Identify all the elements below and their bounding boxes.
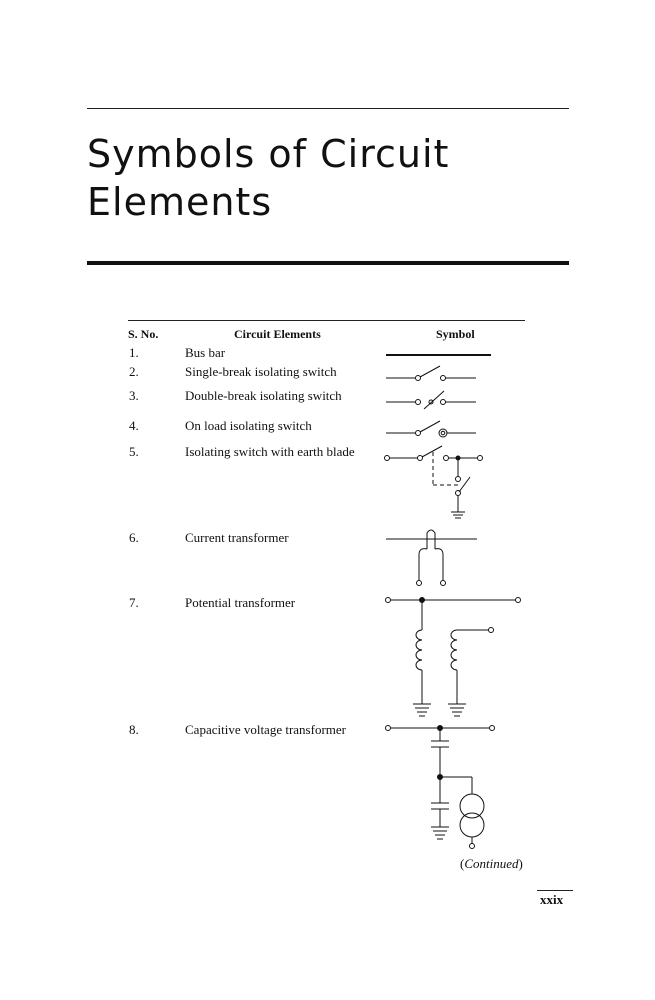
- potential-transformer-symbol: [385, 597, 521, 717]
- row-number: 1.: [129, 345, 139, 360]
- title-underline: [87, 261, 569, 265]
- row-number: 2.: [129, 364, 139, 379]
- row-element-name: On load isolating switch: [185, 418, 312, 433]
- current-transformer-symbol: [386, 529, 477, 586]
- top-rule: [87, 108, 569, 109]
- row-number: 8.: [129, 722, 139, 737]
- on-load-switch-symbol: [386, 420, 476, 438]
- row-element-name: Isolating switch with earth blade: [185, 444, 355, 459]
- header-circuit-elements: Circuit Elements: [234, 327, 321, 341]
- continued-word: Continued: [464, 856, 519, 871]
- chapter-title: Symbols of Circuit Elements: [87, 130, 567, 226]
- row-element-name: Single-break isolating switch: [185, 364, 337, 379]
- page-number: xxix: [540, 892, 564, 907]
- row-number: 5.: [129, 444, 139, 459]
- continued-note: (Continued): [460, 856, 523, 872]
- row-element-name: Double-break isolating switch: [185, 388, 342, 403]
- single-break-switch-symbol: [386, 365, 476, 381]
- earth-blade-switch-symbol: [384, 445, 483, 519]
- capacitive-voltage-transformer-symbol: [385, 725, 495, 849]
- continued-close: ): [518, 856, 523, 871]
- header-sno: S. No.: [128, 327, 159, 341]
- continued-open: (: [460, 856, 465, 871]
- table-top-rule: [128, 320, 525, 321]
- row-element-name: Bus bar: [185, 345, 226, 360]
- row-element-name: Current transformer: [185, 530, 289, 545]
- row-number: 6.: [129, 530, 139, 545]
- chapter-title-line2: Elements: [87, 180, 273, 224]
- header-symbol: Symbol: [436, 327, 475, 341]
- chapter-title-line1: Symbols of Circuit: [87, 132, 450, 176]
- page-number-rule: [537, 890, 573, 891]
- row-number: 7.: [129, 595, 139, 610]
- row-element-name: Potential transformer: [185, 595, 296, 610]
- double-break-switch-symbol: [386, 390, 476, 410]
- row-number: 4.: [129, 418, 139, 433]
- row-number: 3.: [129, 388, 139, 403]
- row-element-name: Capacitive voltage transformer: [185, 722, 346, 737]
